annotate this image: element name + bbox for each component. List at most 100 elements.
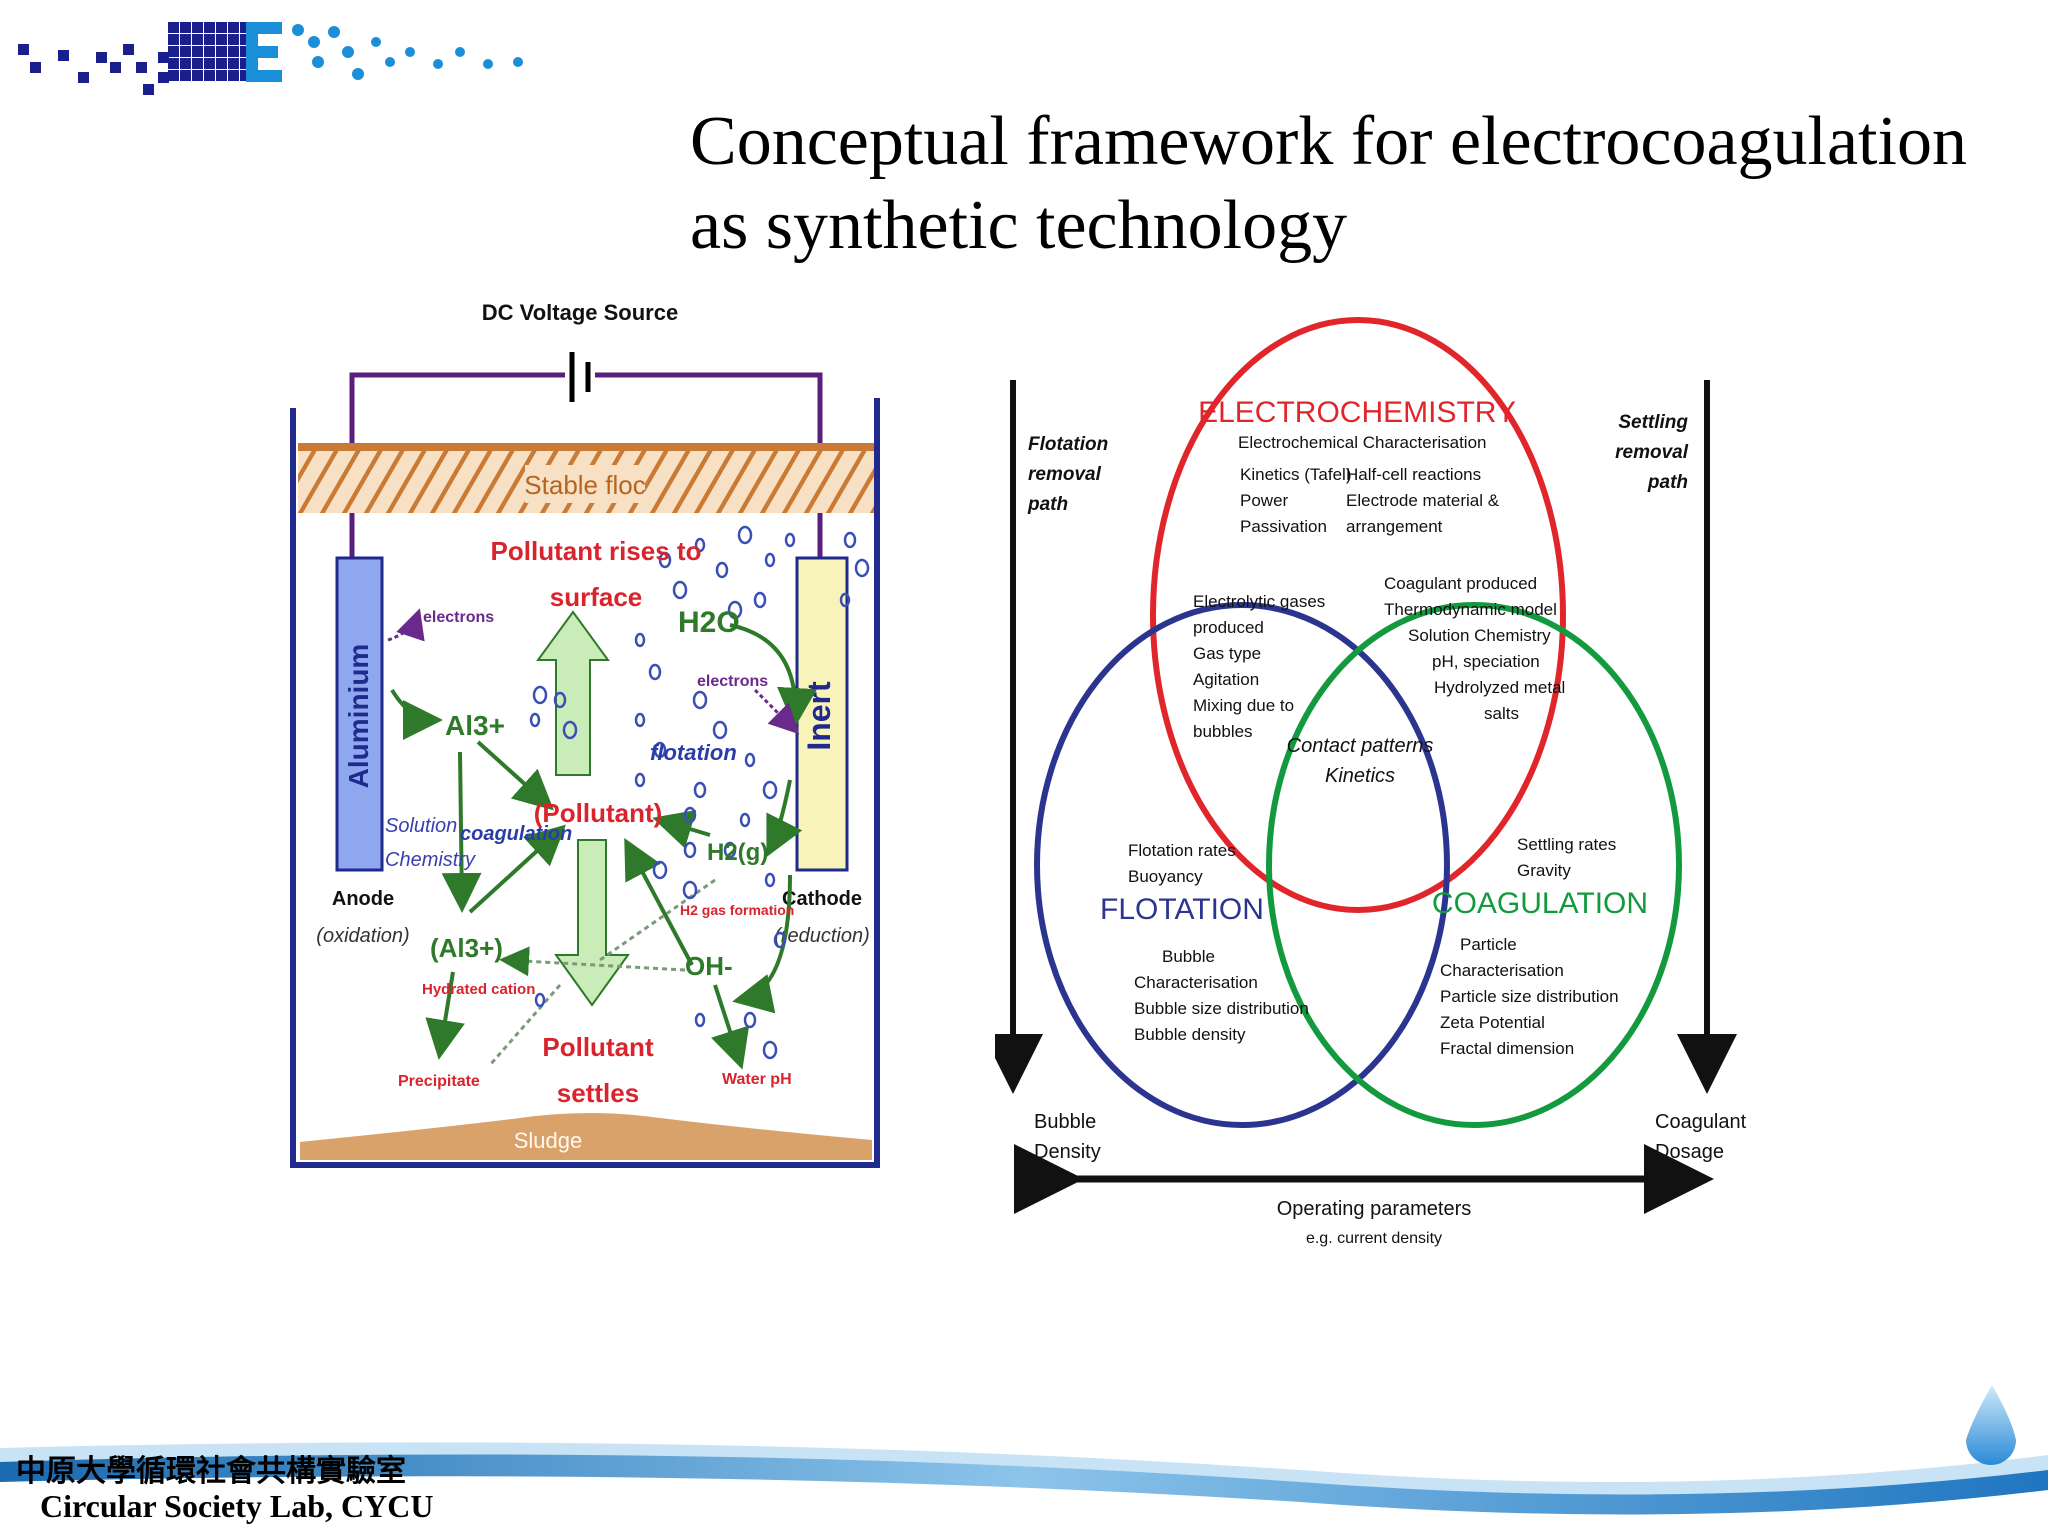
bubble-density-line-1: Bubble <box>1034 1111 1096 1133</box>
electro-coagulation-item: salts <box>1484 704 1519 723</box>
electrochem-item: Half-cell reactions <box>1346 465 1481 484</box>
arrow-cathode-to-h2 <box>766 779 803 858</box>
gas-bubble <box>653 741 667 759</box>
dotted-h2-to-settles <box>599 878 716 962</box>
gas-bubble <box>744 752 756 768</box>
gas-bubble <box>737 525 753 545</box>
gas-bubble <box>562 720 578 740</box>
flotation-item: Characterisation <box>1134 973 1258 992</box>
arrow-cathode-to-oh <box>732 874 792 1014</box>
gas-bubble <box>634 772 646 788</box>
arrow-oh-to-pollutant <box>624 837 694 966</box>
flotation-item: Bubble density <box>1134 1025 1246 1044</box>
hydrated-cation-label: Hydrated cation <box>422 981 535 998</box>
floc-label-bg <box>525 465 645 503</box>
footer-english-lab-name: Circular Society Lab, CYCU <box>40 1488 434 1524</box>
electrons-left-label: electrons <box>423 609 494 626</box>
gas-bubble <box>683 841 697 859</box>
flotation-path-line-3: path <box>1027 494 1068 515</box>
gas-bubble <box>743 1011 757 1029</box>
gas-bubble <box>773 931 787 949</box>
gas-bubble <box>529 712 541 728</box>
title-line-2: as synthetic technology <box>690 187 1348 264</box>
arrow-hydrated-to-pollutant <box>468 824 566 914</box>
gas-bubble <box>534 992 546 1008</box>
rise-arrow <box>536 610 610 776</box>
coagulation-item: Characterisation <box>1440 961 1564 980</box>
water-drop <box>1966 1385 2016 1465</box>
electro-flotation-item: Mixing due to <box>1193 696 1294 715</box>
gas-bubble <box>553 691 567 709</box>
settling-path-line-2: removal <box>1615 442 1689 463</box>
venn-diagram: Flotation removal path Settling removal … <box>995 317 1747 1247</box>
flotation-item: Bubble <box>1162 947 1215 966</box>
anode-caption: Anode <box>332 888 394 910</box>
electron-arrow-right <box>753 688 800 735</box>
gas-bubble <box>839 592 851 608</box>
operating-parameters-sublabel: e.g. current density <box>1306 1230 1442 1247</box>
water-label: H2O <box>678 606 740 639</box>
slide-title: Conceptual framework for electrocoagulat… <box>690 100 1990 268</box>
pollutant-settles-label-1: Pollutant <box>542 1032 654 1062</box>
hydrated-al-label: (Al3+) <box>430 933 503 963</box>
electrocoagulation-cell-diagram: DC Voltage Source Stable floc Aluminium … <box>290 300 880 1168</box>
coagulation-item: Zeta Potential <box>1440 1013 1545 1032</box>
electrochemistry-heading: ELECTROCHEMISTRY <box>1198 396 1516 429</box>
electro-flotation-item: Electrolytic gases <box>1193 592 1325 611</box>
electro-coagulation-item: Coagulant produced <box>1384 574 1537 593</box>
arrow-al-to-hydrated <box>441 751 482 913</box>
settling-path-line-3: path <box>1647 472 1688 493</box>
anode-subcaption: (oxidation) <box>316 925 409 947</box>
arrow-h2-to-pollutant <box>652 810 711 849</box>
gas-bubble <box>682 880 698 900</box>
arrow-hydrated-to-precipitate <box>425 971 465 1060</box>
electro-flotation-item: bubbles <box>1193 722 1253 741</box>
gas-bubble <box>658 551 672 569</box>
flotation-side-item: Flotation rates <box>1128 841 1236 860</box>
coagulant-dosage-line-2: Dosage <box>1655 1141 1724 1163</box>
electro-coagulation-item: pH, speciation <box>1432 652 1540 671</box>
voltage-source-label: DC Voltage Source <box>482 300 678 325</box>
flotation-label: flotation <box>650 740 737 765</box>
gas-bubble <box>692 690 708 710</box>
gas-bubble <box>727 600 743 620</box>
electron-arrow-left <box>387 608 425 642</box>
pollutant-settles-label-2: settles <box>557 1078 639 1108</box>
cell-wall <box>290 398 880 1168</box>
bubble-density-line-2: Density <box>1034 1141 1101 1163</box>
coagulation-circle <box>1266 602 1682 1128</box>
h2-formation-label: H2 gas formation <box>680 902 794 918</box>
electro-flotation-item: Agitation <box>1193 670 1259 689</box>
solution-chemistry-label-2: Chemistry <box>385 849 476 871</box>
electrochem-item: arrangement <box>1346 517 1443 536</box>
electro-coagulation-item: Thermodynamic model <box>1384 600 1557 619</box>
electrons-right-label: electrons <box>697 673 768 690</box>
settle-arrow <box>554 839 630 1007</box>
flotation-path-line-2: removal <box>1028 464 1102 485</box>
arrow-al-to-pollutant <box>476 740 554 811</box>
anode-electrode <box>335 556 384 872</box>
footer-wave <box>0 1385 2048 1515</box>
gas-bubble <box>854 558 870 578</box>
electrochem-characterisation: Electrochemical Characterisation <box>1238 433 1487 452</box>
logo <box>18 22 523 95</box>
electrochem-item: Kinetics (Tafel) <box>1240 465 1351 484</box>
stable-floc-label: Stable floc <box>524 470 645 500</box>
coagulation-side-item: Gravity <box>1517 861 1571 880</box>
gas-bubble <box>764 552 776 568</box>
electrochemistry-circle <box>1150 317 1566 913</box>
gas-bubble <box>762 780 778 800</box>
coagulation-item: Fractal dimension <box>1440 1039 1574 1058</box>
coagulation-heading: COAGULATION <box>1432 887 1648 920</box>
electro-flotation-item: produced <box>1193 618 1264 637</box>
water-ph-label: Water pH <box>722 1071 792 1088</box>
gas-bubble <box>764 872 776 888</box>
hydroxide-label: OH- <box>685 951 733 981</box>
pollutant-center-label: (Pollutant) <box>534 798 663 828</box>
electro-coagulation-item: Hydrolyzed metal <box>1434 678 1565 697</box>
gas-bubble <box>712 720 728 740</box>
solution-chemistry-label-1: Solution <box>385 815 457 837</box>
gas-bubble <box>634 712 646 728</box>
coagulation-side-item: Settling rates <box>1517 835 1616 854</box>
title-line-1: Conceptual framework for electrocoagulat… <box>690 103 1967 180</box>
